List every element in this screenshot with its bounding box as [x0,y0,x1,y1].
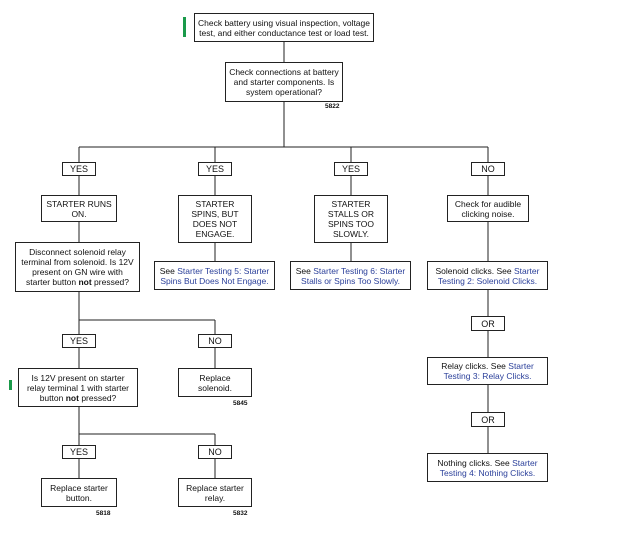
replace-relay-text: Replace starter relay. [186,482,244,503]
no-label: NO [198,334,232,348]
starter-testing-4-link[interactable]: Starter Testing 4: Nothing Clicks. [439,457,538,478]
yes-label: YES [62,445,96,459]
no-label: NO [471,162,505,176]
starter-testing-3-link[interactable]: Starter Testing 3: Relay Clicks. [443,361,534,381]
yes-label: YES [62,334,96,348]
figure-ref: 5822 [325,103,340,110]
replace-button-text: Replace starter button. [50,482,108,503]
starter-spins-box: STARTER SPINS, BUT DOES NOT ENGAGE. [178,195,252,243]
see-testing-6-text: See Starter Testing 6: Starter Stalls or… [294,266,407,286]
check-audible-box: Check for audible clicking noise. [447,195,529,222]
see-word: See [295,265,311,276]
figure-ref: 5818 [96,510,111,517]
figure-ref: 5845 [233,400,248,407]
check-battery-text: Check battery using visual inspection, v… [198,17,370,38]
relay-clicks-pre: Relay clicks. See [441,361,506,371]
relay-clicks-box: Relay clicks. See Starter Testing 3: Rel… [427,357,548,385]
see-word: See [159,265,175,276]
relay-question-post: pressed? [81,392,117,403]
relay-clicks-text: Relay clicks. See Starter Testing 3: Rel… [431,361,544,381]
replace-starter-relay-box: Replace starter relay. [178,478,252,507]
not-emphasis: not [78,277,92,287]
yes-label: YES [198,162,232,176]
starter-stalls-text: STARTER STALLS OR SPINS TOO SLOWLY. [327,199,375,239]
see-testing-5-text: See Starter Testing 5: Starter Spins But… [158,266,271,286]
replace-starter-button-box: Replace starter button. [41,478,117,507]
starter-spins-text: STARTER SPINS, BUT DOES NOT ENGAGE. [191,199,239,239]
disconnect-solenoid-box: Disconnect solenoid relay terminal from … [15,242,140,292]
starter-stalls-box: STARTER STALLS OR SPINS TOO SLOWLY. [314,195,388,243]
relay-question-pre: Is 12V present on starter relay terminal… [26,372,130,403]
solenoid-clicks-text: Solenoid clicks. See Starter Testing 2: … [431,266,544,286]
starter-testing-2-link[interactable]: Starter Testing 2: Solenoid Clicks. [437,265,540,286]
change-bar-marker [9,380,12,390]
or-label: OR [471,412,505,427]
check-connections-text: Check connections at battery and starter… [229,67,339,97]
relay-question-text: Is 12V present on starter relay terminal… [22,373,134,403]
disconnect-question-text: Disconnect solenoid relay terminal from … [19,247,136,287]
yes-label: YES [334,162,368,176]
check-audible-text: Check for audible clicking noise. [454,198,522,219]
disconnect-question-pre: Disconnect solenoid relay terminal from … [21,247,134,287]
starter-runs-on-text: STARTER RUNS ON. [46,198,112,219]
or-label: OR [471,316,505,331]
see-testing-6-box: See Starter Testing 6: Starter Stalls or… [290,261,411,290]
starter-testing-5-link[interactable]: Starter Testing 5: Starter Spins But Doe… [160,265,270,286]
nothing-clicks-box: Nothing clicks. See Starter Testing 4: N… [427,453,548,482]
starter-runs-on-box: STARTER RUNS ON. [41,195,117,222]
solenoid-clicks-pre: Solenoid clicks. See [435,265,512,276]
disconnect-question-post: pressed? [94,277,130,287]
yes-label: YES [62,162,96,176]
replace-solenoid-box: Replace solenoid. [178,368,252,397]
see-testing-5-box: See Starter Testing 5: Starter Spins But… [154,261,275,290]
nothing-clicks-text: Nothing clicks. See Starter Testing 4: N… [431,458,544,478]
nothing-clicks-pre: Nothing clicks. See [437,457,510,468]
no-label: NO [198,445,232,459]
replace-solenoid-text: Replace solenoid. [197,372,233,393]
not-emphasis: not [65,392,79,403]
change-bar-marker [183,17,186,37]
check-connections-box: Check connections at battery and starter… [225,62,343,102]
check-battery-box: Check battery using visual inspection, v… [194,13,374,42]
solenoid-clicks-box: Solenoid clicks. See Starter Testing 2: … [427,261,548,290]
relay-terminal-question-box: Is 12V present on starter relay terminal… [18,368,138,407]
starter-testing-6-link[interactable]: Starter Testing 6: Starter Stalls or Spi… [301,265,406,286]
figure-ref: 5832 [233,510,248,517]
